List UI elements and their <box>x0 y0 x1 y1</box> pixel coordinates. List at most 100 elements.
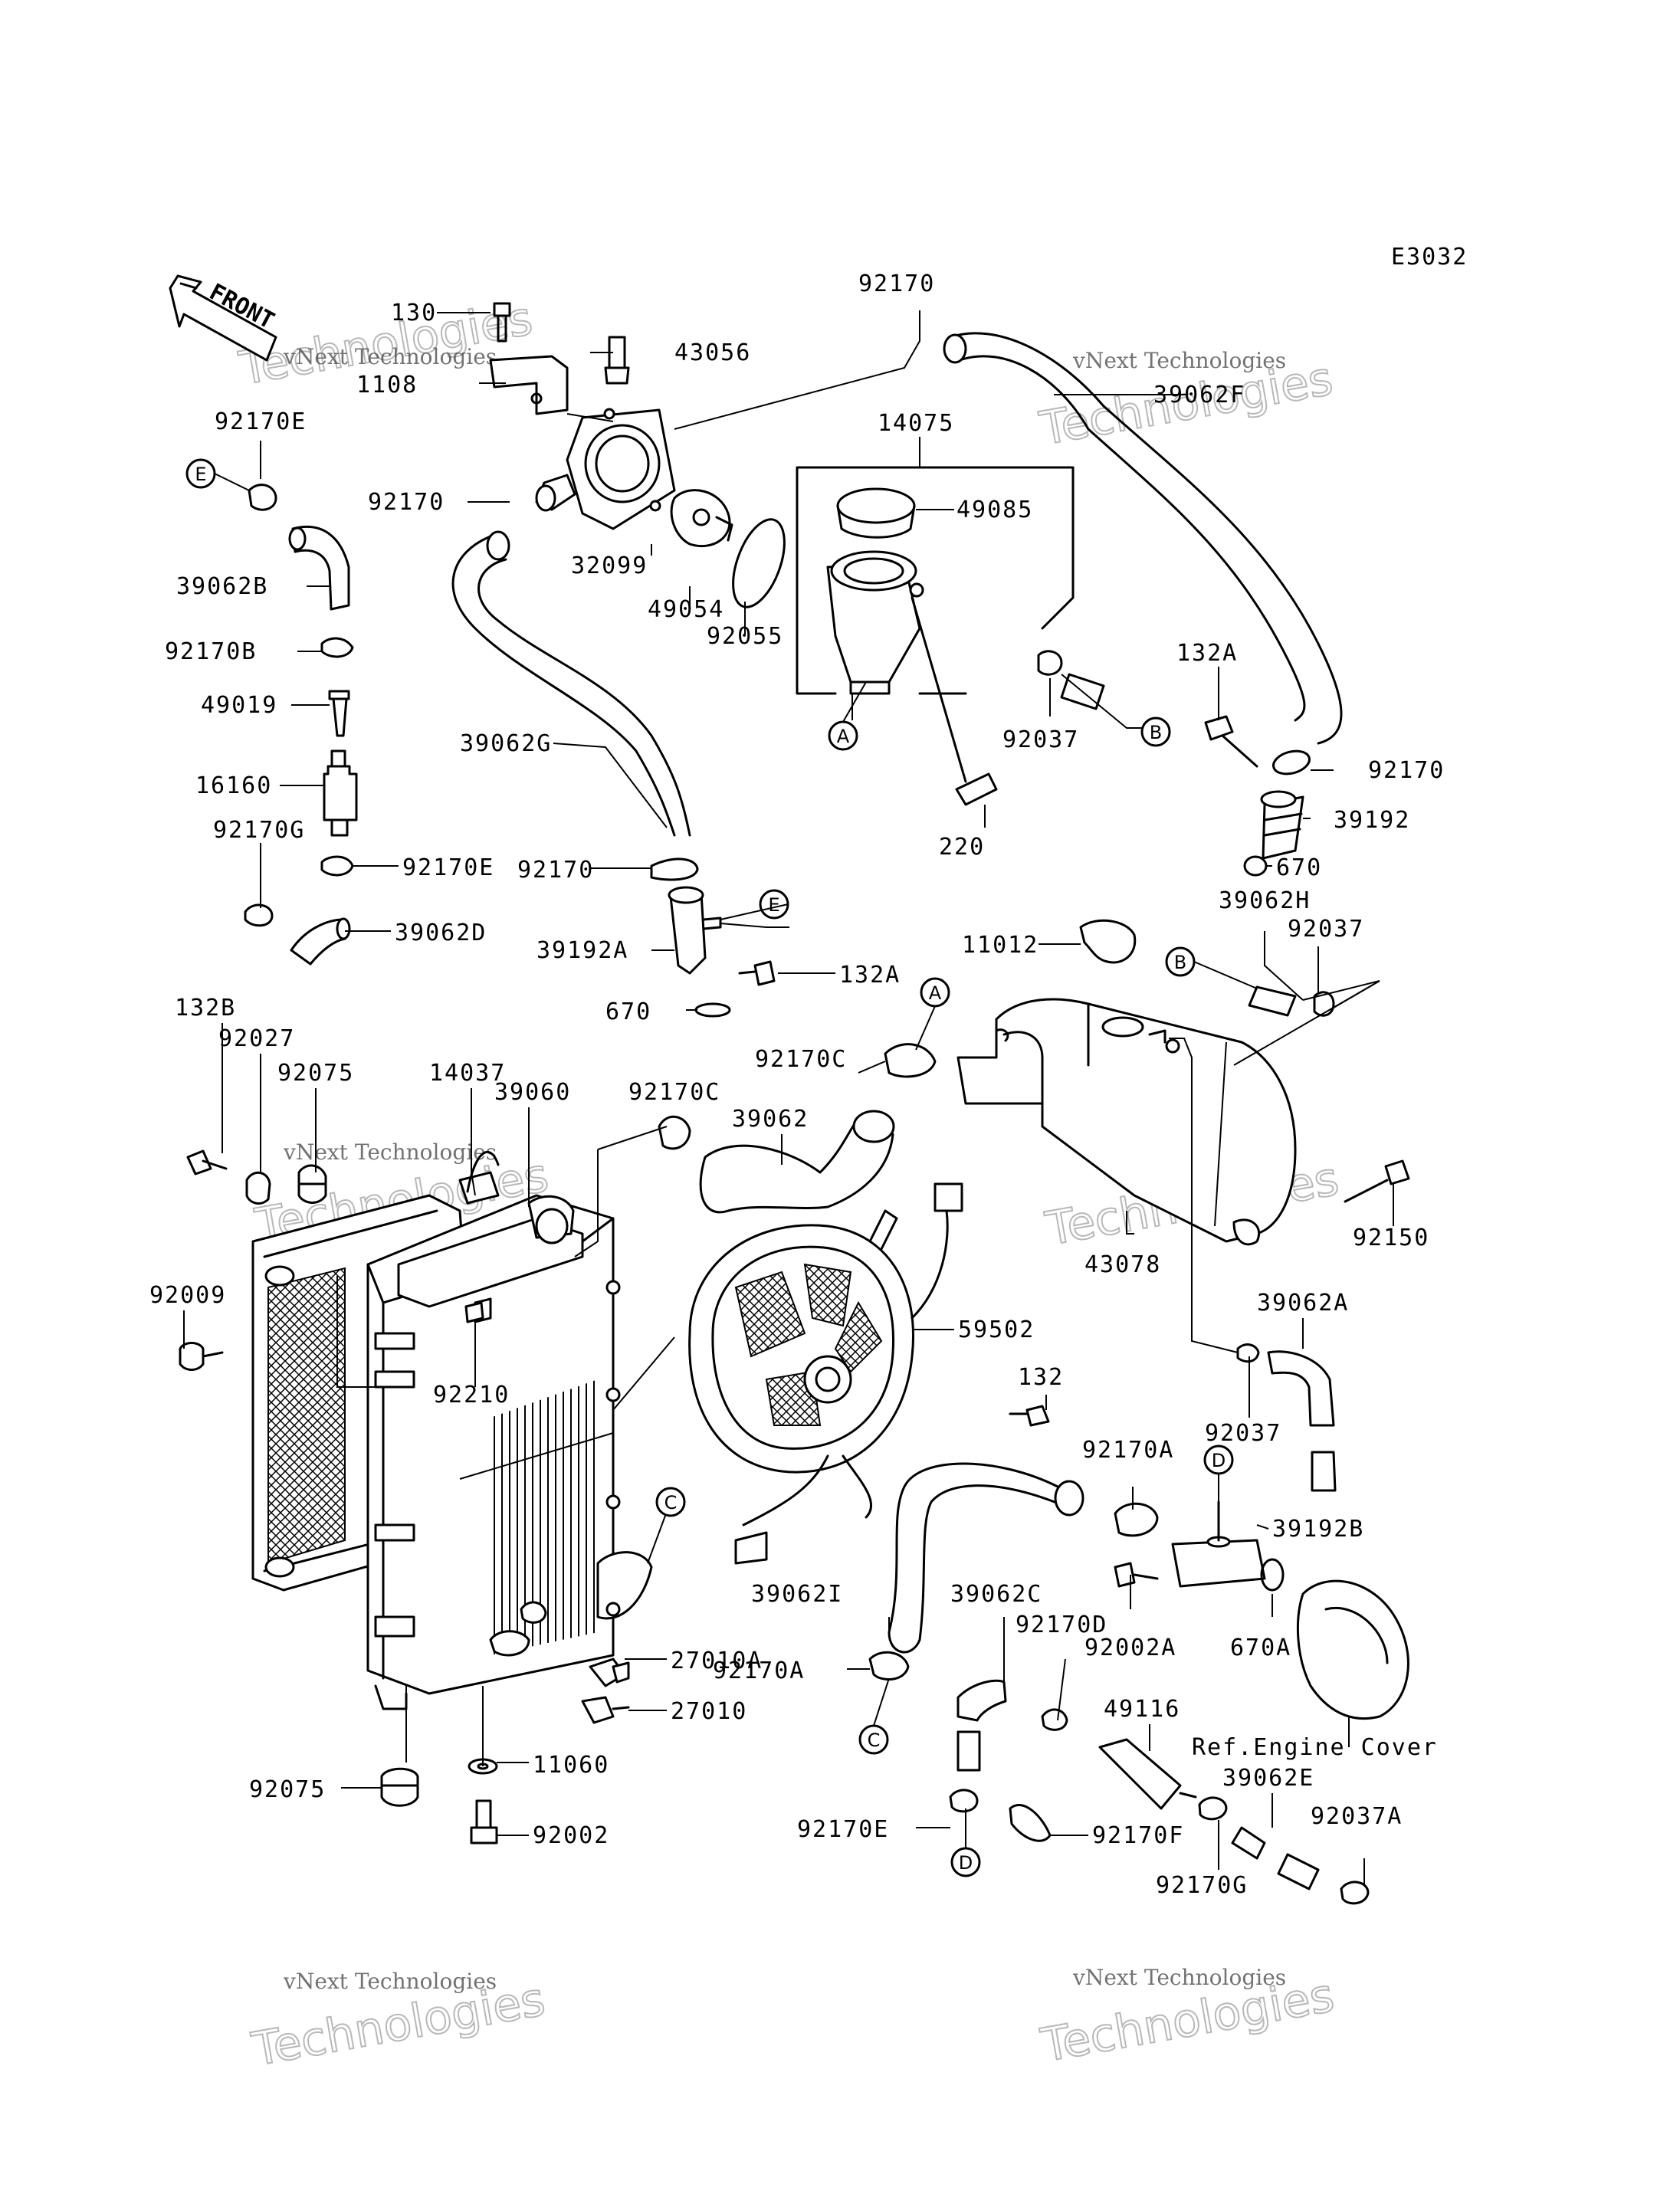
label-92170E-c: 92170E <box>797 1816 889 1843</box>
cap-49085 <box>836 487 916 539</box>
bracket-1108 <box>489 355 569 415</box>
label-92002: 92002 <box>533 1822 609 1849</box>
engine-cover <box>1296 1579 1409 1720</box>
clamp-92170F <box>1009 1803 1052 1842</box>
label-92055: 92055 <box>707 623 783 650</box>
svg-text:C: C <box>664 1492 678 1513</box>
label-92037A: 92037A <box>1311 1803 1403 1830</box>
bolt-132A-b <box>738 960 776 986</box>
label-92075-b: 92075 <box>249 1776 326 1803</box>
hose-39062D <box>290 917 351 966</box>
label-92170F: 92170F <box>1092 1822 1184 1849</box>
marker-C-mid: C <box>655 1487 686 1517</box>
label-92037-c: 92037 <box>1205 1420 1281 1447</box>
fan-59502 <box>688 1182 963 1565</box>
svg-text:B: B <box>1174 952 1186 973</box>
clamp-92170A-b <box>868 1651 910 1681</box>
marker-B-top: B <box>1140 716 1171 747</box>
label-14075: 14075 <box>878 410 954 437</box>
o-ring-670-b <box>694 1002 731 1018</box>
bleed-bolt-43056 <box>604 336 630 385</box>
screw-220 <box>911 596 998 806</box>
label-39062A: 39062A <box>1257 1290 1349 1317</box>
hose-39062G <box>451 530 691 837</box>
label-49085: 49085 <box>956 497 1033 523</box>
bolt-130 <box>493 302 511 343</box>
label-92037-b: 92037 <box>1288 916 1364 943</box>
label-49116: 49116 <box>1104 1696 1180 1723</box>
label-92170A-b: 92170A <box>713 1658 805 1684</box>
clamp-92170-d <box>650 857 699 881</box>
watermark-text: vNext Technologies <box>283 344 497 369</box>
cap-11012 <box>1079 919 1137 964</box>
label-43078: 43078 <box>1084 1251 1161 1278</box>
clamp-92170D <box>1041 1708 1068 1731</box>
svg-text:B: B <box>1150 722 1162 743</box>
bolt-49019 <box>328 690 350 737</box>
label-132A-b: 132A <box>839 962 901 989</box>
label-49019: 49019 <box>201 692 277 719</box>
label-92170D: 92170D <box>1016 1612 1107 1638</box>
svg-text:A: A <box>837 726 850 747</box>
o-ring-92055 <box>732 518 786 608</box>
hose-39062A <box>1236 1343 1337 1492</box>
hose-39062H <box>1248 985 1335 1017</box>
marker-D-low: D <box>950 1847 981 1877</box>
clamp-92170E-c <box>949 1789 979 1813</box>
label-49054: 49054 <box>648 596 724 623</box>
svg-text:D: D <box>1212 1450 1226 1471</box>
label-92170A-a: 92170A <box>1082 1437 1174 1464</box>
label-39192: 39192 <box>1334 807 1410 834</box>
svg-text:E: E <box>195 464 206 485</box>
label-130: 130 <box>391 300 437 326</box>
clamp-92037A <box>1340 1881 1370 1905</box>
clip-92210 <box>464 1301 484 1323</box>
label-92002A: 92002A <box>1084 1635 1176 1661</box>
label-27010: 27010 <box>671 1698 747 1725</box>
label-92170E-a: 92170E <box>215 408 307 435</box>
label-39062G: 39062G <box>460 730 552 757</box>
clamp-92170B <box>320 637 354 658</box>
clamp-92037-a <box>1037 650 1063 676</box>
hose-39062F <box>943 332 1343 745</box>
sensor-27010 <box>581 1696 630 1724</box>
washer-92027 <box>245 1172 271 1205</box>
marker-C-low: C <box>858 1724 889 1755</box>
label-ref-engine-cover: Ref.Engine Cover <box>1192 1734 1438 1761</box>
svg-text:D: D <box>959 1852 973 1874</box>
label-92170-c: 92170 <box>1368 757 1445 784</box>
marker-A-low: A <box>920 977 950 1008</box>
filter-16160 <box>323 749 358 837</box>
label-16160: 16160 <box>195 772 272 799</box>
marker-E-mid: E <box>759 889 789 920</box>
label-27010A: 27010A <box>671 1648 763 1674</box>
label-670-a: 670 <box>1276 854 1322 881</box>
label-39062F: 39062F <box>1153 382 1245 408</box>
svg-text:C: C <box>868 1730 881 1751</box>
label-39062I: 39062I <box>751 1581 843 1608</box>
clamp-92170E-a <box>248 484 277 511</box>
clamp-92170A-a <box>1114 1502 1159 1537</box>
clamp-92170C-b <box>658 1115 691 1150</box>
label-92037-a: 92037 <box>1002 726 1079 753</box>
label-39062: 39062 <box>732 1106 809 1133</box>
label-32099: 32099 <box>571 553 648 579</box>
bolt-132B <box>186 1149 228 1176</box>
hose-39062E <box>1231 1826 1320 1890</box>
label-132A-a: 132A <box>1176 640 1238 667</box>
grommet-92075-b <box>380 1767 419 1807</box>
reservoir-tank-43078 <box>956 998 1297 1246</box>
clamp-92170G-b <box>1198 1796 1228 1821</box>
marker-A-mid: A <box>828 720 858 751</box>
label-92170C-a: 92170C <box>755 1046 847 1073</box>
label-11012: 11012 <box>962 932 1039 959</box>
label-92027: 92027 <box>218 1025 295 1052</box>
clamp-92170C-a <box>884 1043 937 1078</box>
leader-lines <box>183 310 1394 1885</box>
label-670A: 670A <box>1230 1635 1291 1661</box>
label-92170B: 92170B <box>165 638 257 665</box>
label-92170C-b: 92170C <box>628 1079 720 1106</box>
label-92170G-a: 92170G <box>213 817 305 844</box>
clamp-92170-e <box>1272 749 1311 776</box>
